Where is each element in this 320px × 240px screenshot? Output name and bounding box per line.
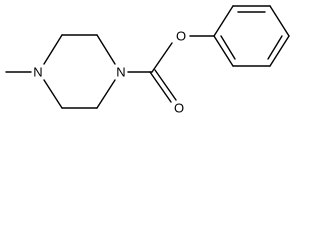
structural-formula: N N O O xyxy=(5,5,290,116)
ring-bond xyxy=(43,79,63,109)
aromatic-bond xyxy=(213,35,234,67)
aromatic-bond xyxy=(269,5,290,37)
carbonyl-double-bond xyxy=(149,71,172,103)
carbamate-group xyxy=(127,35,215,103)
aromatic-bond xyxy=(213,5,234,37)
aromatic-bond xyxy=(269,35,290,67)
ring-bond xyxy=(96,34,116,65)
aromatic-inner-bond xyxy=(220,35,236,60)
ester-oxygen-label: O xyxy=(176,29,186,44)
ring-bond xyxy=(43,34,63,65)
piperazine-ring xyxy=(43,34,116,109)
ring-bond xyxy=(96,79,116,109)
carbonyl-double-bond xyxy=(154,69,177,101)
carbonyl-oxygen-label: O xyxy=(174,101,184,116)
phenyl-ring xyxy=(213,5,290,67)
amide-nitrogen-label: N xyxy=(116,65,125,80)
aromatic-inner-bond xyxy=(267,35,283,60)
carbonyl-ester-bond xyxy=(151,42,173,73)
methyl-nitrogen-label: N xyxy=(33,65,42,80)
